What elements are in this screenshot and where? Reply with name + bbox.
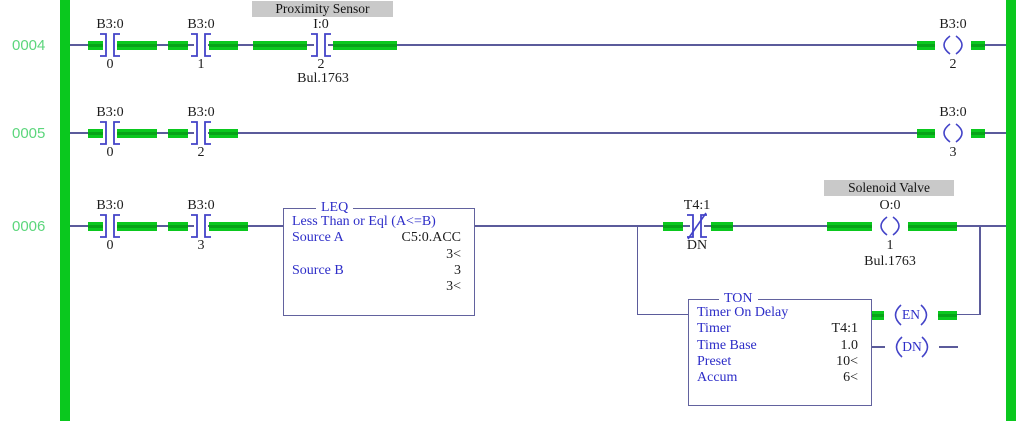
ote-coil-symbol[interactable] xyxy=(935,33,971,57)
ton-row-value: T4:1 xyxy=(831,321,858,337)
xic-contact-symbol[interactable] xyxy=(93,211,127,241)
ote-coil-symbol[interactable] xyxy=(935,121,971,145)
rung-wire xyxy=(70,44,1006,46)
module-note: Bul.1763 xyxy=(864,254,916,269)
energized-segment xyxy=(968,128,985,138)
module-note: Bul.1763 xyxy=(297,71,349,86)
ton-row-value: 6< xyxy=(843,370,858,386)
xic-contact-symbol[interactable] xyxy=(184,118,218,148)
contact-address: B3:0 xyxy=(96,105,124,120)
energized-segment xyxy=(209,40,238,50)
contact-bit: 2 xyxy=(317,57,325,72)
contact-address: B3:0 xyxy=(187,198,215,213)
ton-row-label: Preset xyxy=(697,353,732,369)
coil-bit: 1 xyxy=(886,238,894,253)
energized-segment xyxy=(333,40,397,50)
xic-contact-symbol[interactable] xyxy=(184,30,218,60)
contact-bit: 0 xyxy=(106,238,114,253)
left-power-rail xyxy=(60,0,70,421)
coil-address: B3:0 xyxy=(939,105,967,120)
contact-address: T4:1 xyxy=(683,198,711,213)
rung-number[interactable]: 0005 xyxy=(12,125,46,142)
energized-segment xyxy=(968,40,985,50)
ton-instruction-block[interactable]: TON Timer On Delay Timer T4:1 Time Base 1.… xyxy=(688,291,872,406)
branch-wire xyxy=(957,313,980,315)
xic-contact-symbol[interactable] xyxy=(93,30,127,60)
dn-status-coil-symbol[interactable] xyxy=(885,334,939,360)
contact-address: B3:0 xyxy=(96,198,124,213)
energized-segment xyxy=(117,40,157,50)
ton-row-label: Timer xyxy=(697,321,731,337)
rung-wire xyxy=(70,225,1006,227)
branch-wire xyxy=(872,346,886,348)
leq-row-label: Source B xyxy=(292,262,344,278)
dn-coil-label: DN xyxy=(902,339,922,354)
leq-row-value: 3 xyxy=(454,262,461,278)
contact-bit: 0 xyxy=(106,57,114,72)
energized-segment xyxy=(117,221,157,231)
xio-contact-symbol[interactable] xyxy=(680,211,714,241)
branch-wire xyxy=(938,346,958,348)
energized-segment xyxy=(168,128,188,138)
energized-segment xyxy=(917,40,939,50)
xic-contact-symbol[interactable] xyxy=(93,118,127,148)
contact-bit: DN xyxy=(686,238,708,253)
coil-address: B3:0 xyxy=(939,17,967,32)
ote-coil-symbol[interactable] xyxy=(872,214,908,238)
contact-address: B3:0 xyxy=(187,17,215,32)
leq-row-value: C5:0.ACC xyxy=(401,230,461,246)
energized-segment xyxy=(88,128,103,138)
energized-segment xyxy=(168,40,188,50)
contact-address: B3:0 xyxy=(96,17,124,32)
energized-segment xyxy=(209,221,248,231)
xic-contact-symbol[interactable] xyxy=(184,211,218,241)
ton-row-label: Time Base xyxy=(697,337,757,353)
contact-bit: 3 xyxy=(197,238,205,253)
leq-row-value: 3< xyxy=(446,246,461,262)
energized-segment xyxy=(88,221,103,231)
ton-row-value: 1.0 xyxy=(840,337,859,353)
right-power-rail xyxy=(1006,0,1016,421)
energized-segment xyxy=(711,221,733,231)
rung-wire xyxy=(70,132,1006,134)
coil-bit: 3 xyxy=(949,145,957,160)
branch-wire xyxy=(637,313,688,315)
leq-row-value: 3< xyxy=(446,279,461,295)
energized-segment xyxy=(872,310,888,320)
contact-bit: 2 xyxy=(197,145,205,160)
ton-block-title: TON xyxy=(719,291,758,307)
en-coil-label: EN xyxy=(902,307,920,322)
energized-segment xyxy=(168,221,188,231)
energized-segment xyxy=(663,221,683,231)
branch-wire xyxy=(636,226,638,315)
energized-segment xyxy=(935,310,957,320)
coil-address: O:0 xyxy=(879,198,901,213)
energized-segment xyxy=(117,128,157,138)
rung-number[interactable]: 0004 xyxy=(12,37,46,54)
instruction-description: Solenoid Valve xyxy=(824,180,954,196)
en-status-coil-symbol[interactable] xyxy=(884,302,938,328)
leq-description: Less Than or Eql (A<=B) xyxy=(292,214,436,229)
leq-row-label: Source A xyxy=(292,230,344,246)
contact-address: I:0 xyxy=(313,17,329,32)
leq-instruction-block[interactable]: LEQ Less Than or Eql (A<=B) Source A C5:0… xyxy=(283,200,475,316)
ton-description: Timer On Delay xyxy=(697,305,789,320)
rung-number[interactable]: 0006 xyxy=(12,218,46,235)
energized-segment xyxy=(905,221,957,231)
contact-bit: 1 xyxy=(197,57,205,72)
ton-row-label: Accum xyxy=(697,370,738,386)
energized-segment xyxy=(917,128,939,138)
contact-address: B3:0 xyxy=(187,105,215,120)
energized-segment xyxy=(827,221,875,231)
leq-block-title: LEQ xyxy=(316,200,354,216)
branch-wire xyxy=(979,226,981,315)
ton-row-value: 10< xyxy=(836,353,858,369)
energized-segment xyxy=(253,40,307,50)
instruction-description: Proximity Sensor xyxy=(252,1,393,17)
xic-contact-symbol[interactable] xyxy=(304,30,338,60)
contact-bit: 0 xyxy=(106,145,114,160)
energized-segment xyxy=(88,40,103,50)
coil-bit: 2 xyxy=(949,57,957,72)
energized-segment xyxy=(209,128,238,138)
